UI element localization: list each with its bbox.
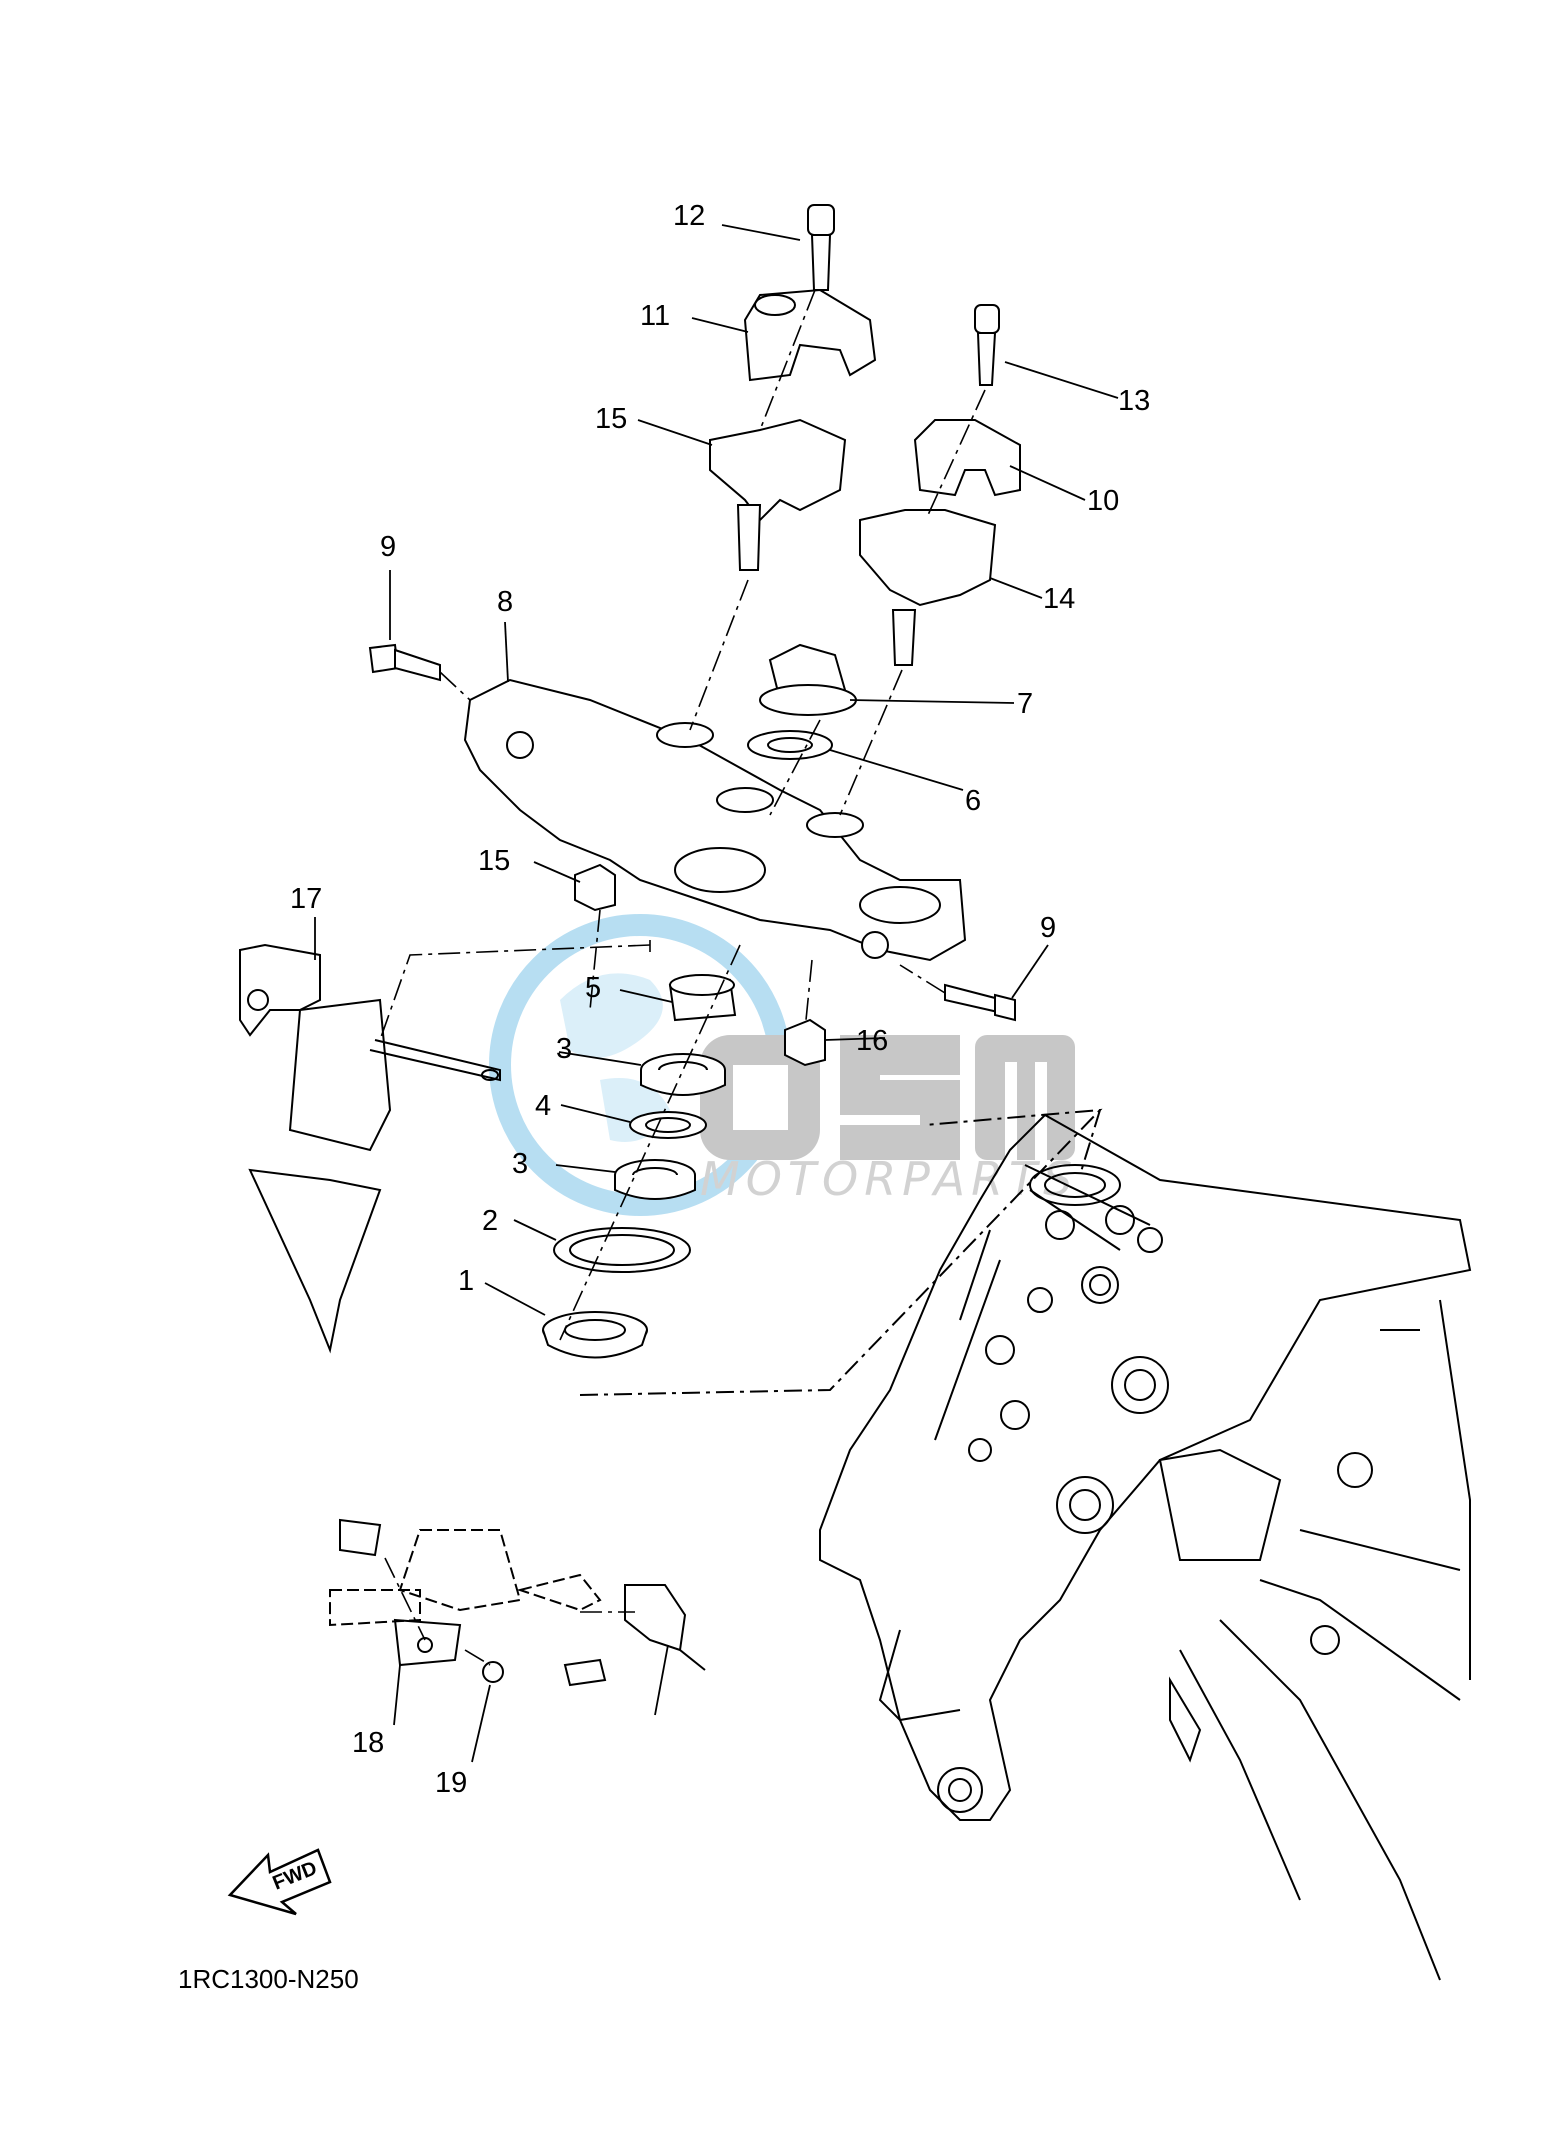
watermark-logo [700,1035,1075,1160]
callout-6: 6 [965,785,981,817]
frame-drawing [819,1113,1472,1981]
callout-9-left: 9 [380,531,396,563]
diagram-code: 1RC1300-N250 [178,1964,359,1994]
sensor-assembly [329,1518,706,1687]
callout-3-lower: 3 [512,1148,528,1180]
callout-8: 8 [497,586,513,618]
bracket-17 [393,1618,462,1667]
watermark: MOTORPARTS [489,914,1078,1216]
callout-2: 2 [482,1205,498,1237]
bolt-12-left [807,204,835,236]
callout-12-right: 13 [1118,385,1150,417]
fwd-arrow-icon: FWD [227,1848,332,1916]
callout-7: 7 [1017,688,1033,720]
callout-4: 4 [535,1090,551,1122]
callout-14: 15 [595,403,627,435]
screw-18 [482,1661,504,1683]
callout-11: 11 [640,300,670,332]
callout-1: 1 [458,1265,474,1297]
callout-5: 5 [585,972,601,1004]
bracket-16 [239,943,501,1354]
callout-3-upper: 3 [556,1033,572,1065]
callout-10: 10 [1087,485,1119,517]
watermark-text: MOTORPARTS [700,1152,1078,1206]
callout-9-right: 9 [1040,912,1056,944]
bolt-9-right [944,983,1000,1014]
frame-leader [579,1108,1103,1396]
axis-lines [379,289,986,1666]
callout-15-left: 15 [478,845,510,877]
callout-12-top: 12 [673,200,705,232]
upper-bracket-8 [463,678,967,962]
leader-lines [314,224,1119,1763]
nut-15-right [784,1018,826,1067]
handlebar-holder-lower-13 [859,509,997,607]
handlebar-assembly [368,204,1021,1359]
bolt-12-right [974,304,1000,334]
handlebar-holder-lower-14 [709,418,847,522]
bolt-9-left [368,643,400,674]
callout-13: 14 [1043,583,1075,615]
callout-18: 19 [435,1767,467,1799]
handlebar-holder-upper-10 [913,419,1021,497]
callouts: 12 11 13 15 10 14 9 8 7 6 15 17 9 5 16 3… [290,200,1150,1799]
nut-15-left [574,863,616,912]
callout-16: 17 [290,883,322,915]
callout-15-right: 16 [856,1025,888,1057]
sensor-19 [624,1584,687,1652]
callout-17: 18 [352,1727,384,1759]
